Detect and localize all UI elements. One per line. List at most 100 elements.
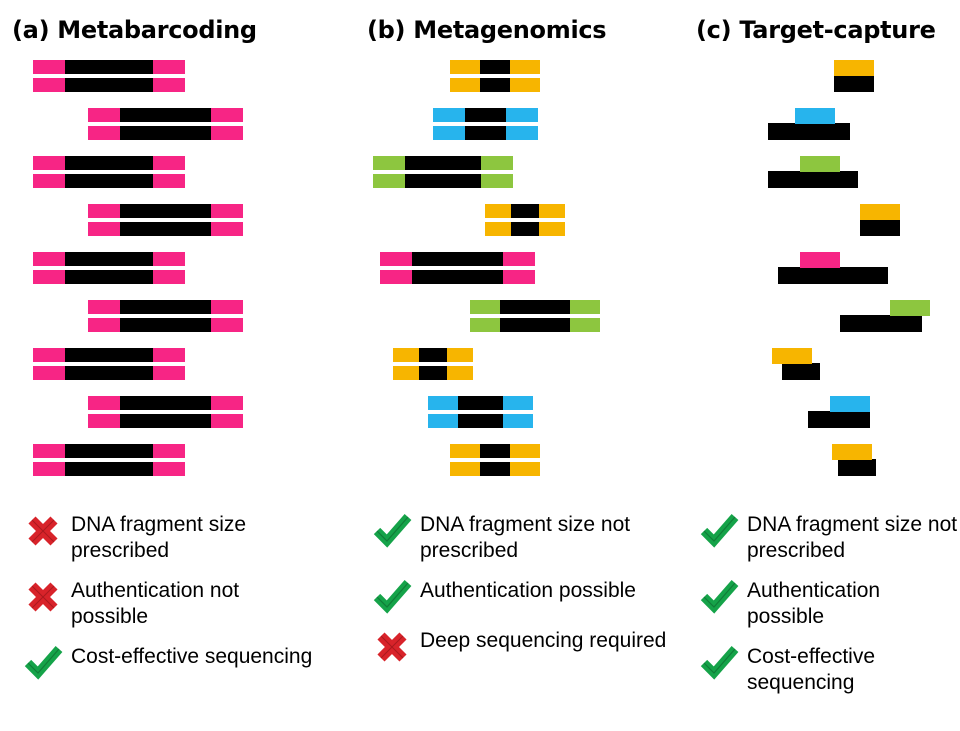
legend-item: Authentication possible — [700, 578, 960, 630]
check-mark-icon — [373, 514, 413, 548]
adapter-segment-left — [33, 174, 65, 188]
adapter-segment-left — [88, 126, 120, 140]
dna-strand-bottom — [33, 366, 185, 380]
adapter-segment-left — [450, 462, 480, 476]
adapter-segment-right — [153, 60, 185, 74]
adapter-segment-left — [428, 414, 458, 428]
capture-probe — [795, 108, 835, 124]
adapter-segment-right — [510, 444, 540, 458]
panel-title-c: (c) Target-capture — [696, 16, 936, 44]
adapter-segment-left — [450, 78, 480, 92]
dna-strand-bottom — [88, 318, 243, 332]
dna-insert-segment — [65, 462, 153, 476]
dna-fragment — [88, 204, 243, 238]
dna-strand-bottom — [88, 414, 243, 428]
dna-strand-bottom — [33, 270, 185, 284]
dna-insert-segment — [65, 366, 153, 380]
dna-fragment — [768, 123, 850, 140]
adapter-segment-right — [481, 174, 513, 188]
check-mark-icon — [700, 646, 740, 680]
adapter-segment-left — [428, 396, 458, 410]
dna-strand-top — [428, 396, 533, 410]
adapter-segment-left — [450, 444, 480, 458]
adapter-segment-right — [153, 270, 185, 284]
dna-fragment — [450, 444, 540, 478]
dna-insert-segment — [511, 204, 539, 218]
dna-insert-segment — [120, 108, 211, 122]
dna-fragment — [808, 411, 870, 428]
capture-probe — [832, 444, 872, 460]
adapter-segment-left — [450, 60, 480, 74]
dna-fragment — [33, 156, 185, 190]
legend-item-label: Deep sequencing required — [420, 629, 667, 652]
dna-strand-bottom — [393, 366, 473, 380]
fragment-diagram-c — [690, 60, 960, 505]
adapter-segment-left — [470, 300, 500, 314]
capture-probe-fragment-pair — [690, 348, 960, 382]
fragment-diagram-b — [355, 60, 685, 505]
dna-insert-segment — [419, 348, 447, 362]
dna-strand-top — [373, 156, 513, 170]
panel-metabarcoding: (a) Metabarcoding DNA fragment size pres… — [0, 0, 340, 731]
dna-strand-top — [485, 204, 565, 218]
legend-item: Deep sequencing required — [373, 628, 685, 664]
adapter-segment-left — [373, 174, 405, 188]
legend-item-label: Authentication not possible — [71, 579, 240, 628]
adapter-segment-left — [433, 108, 465, 122]
dna-fragment — [834, 75, 874, 92]
adapter-segment-right — [570, 318, 600, 332]
dna-insert-segment — [65, 270, 153, 284]
dna-strand-top — [450, 444, 540, 458]
dna-strand-top — [88, 204, 243, 218]
capture-probe-fragment-pair — [690, 396, 960, 430]
dna-insert-segment — [458, 414, 503, 428]
dna-strand-bottom — [485, 222, 565, 236]
dna-strand-bottom — [33, 462, 185, 476]
check-mark-icon — [24, 646, 64, 680]
fragment-diagram-a — [0, 60, 340, 505]
legend-item: Authentication not possible — [24, 578, 340, 630]
dna-insert-segment — [480, 60, 510, 74]
dna-fragment — [33, 252, 185, 286]
dna-strand-top — [88, 108, 243, 122]
capture-probe — [890, 300, 930, 316]
dna-fragment — [88, 300, 243, 334]
adapter-segment-right — [211, 396, 243, 410]
dna-strand-bottom — [470, 318, 600, 332]
adapter-segment-right — [539, 204, 565, 218]
dna-fragment — [33, 444, 185, 478]
dna-insert-segment — [65, 156, 153, 170]
dna-insert-segment — [480, 462, 510, 476]
legend-item: DNA fragment size not prescribed — [700, 512, 960, 564]
dna-strand-bottom — [450, 78, 540, 92]
dna-strand-top — [33, 156, 185, 170]
adapter-segment-left — [485, 204, 511, 218]
dna-insert-segment — [458, 396, 503, 410]
dna-insert-segment — [120, 318, 211, 332]
legend-item: DNA fragment size prescribed — [24, 512, 340, 564]
adapter-segment-right — [211, 108, 243, 122]
dna-strand-bottom — [88, 222, 243, 236]
dna-strand-top — [88, 396, 243, 410]
dna-strand-top — [470, 300, 600, 314]
adapter-segment-left — [470, 318, 500, 332]
dna-fragment — [88, 396, 243, 430]
dna-insert-segment — [120, 222, 211, 236]
adapter-segment-left — [485, 222, 511, 236]
dna-strand-top — [450, 60, 540, 74]
legend-item: Authentication possible — [373, 578, 685, 614]
adapter-segment-right — [570, 300, 600, 314]
dna-strand-top — [33, 444, 185, 458]
legend-item-label: DNA fragment size prescribed — [71, 513, 247, 562]
adapter-segment-right — [153, 462, 185, 476]
adapter-segment-left — [33, 60, 65, 74]
adapter-segment-right — [503, 414, 533, 428]
adapter-segment-left — [393, 348, 419, 362]
dna-insert-segment — [500, 300, 570, 314]
dna-strand-top — [33, 252, 185, 266]
dna-strand-bottom — [88, 126, 243, 140]
dna-insert-segment — [65, 348, 153, 362]
adapter-segment-left — [380, 270, 412, 284]
dna-fragment — [33, 348, 185, 382]
